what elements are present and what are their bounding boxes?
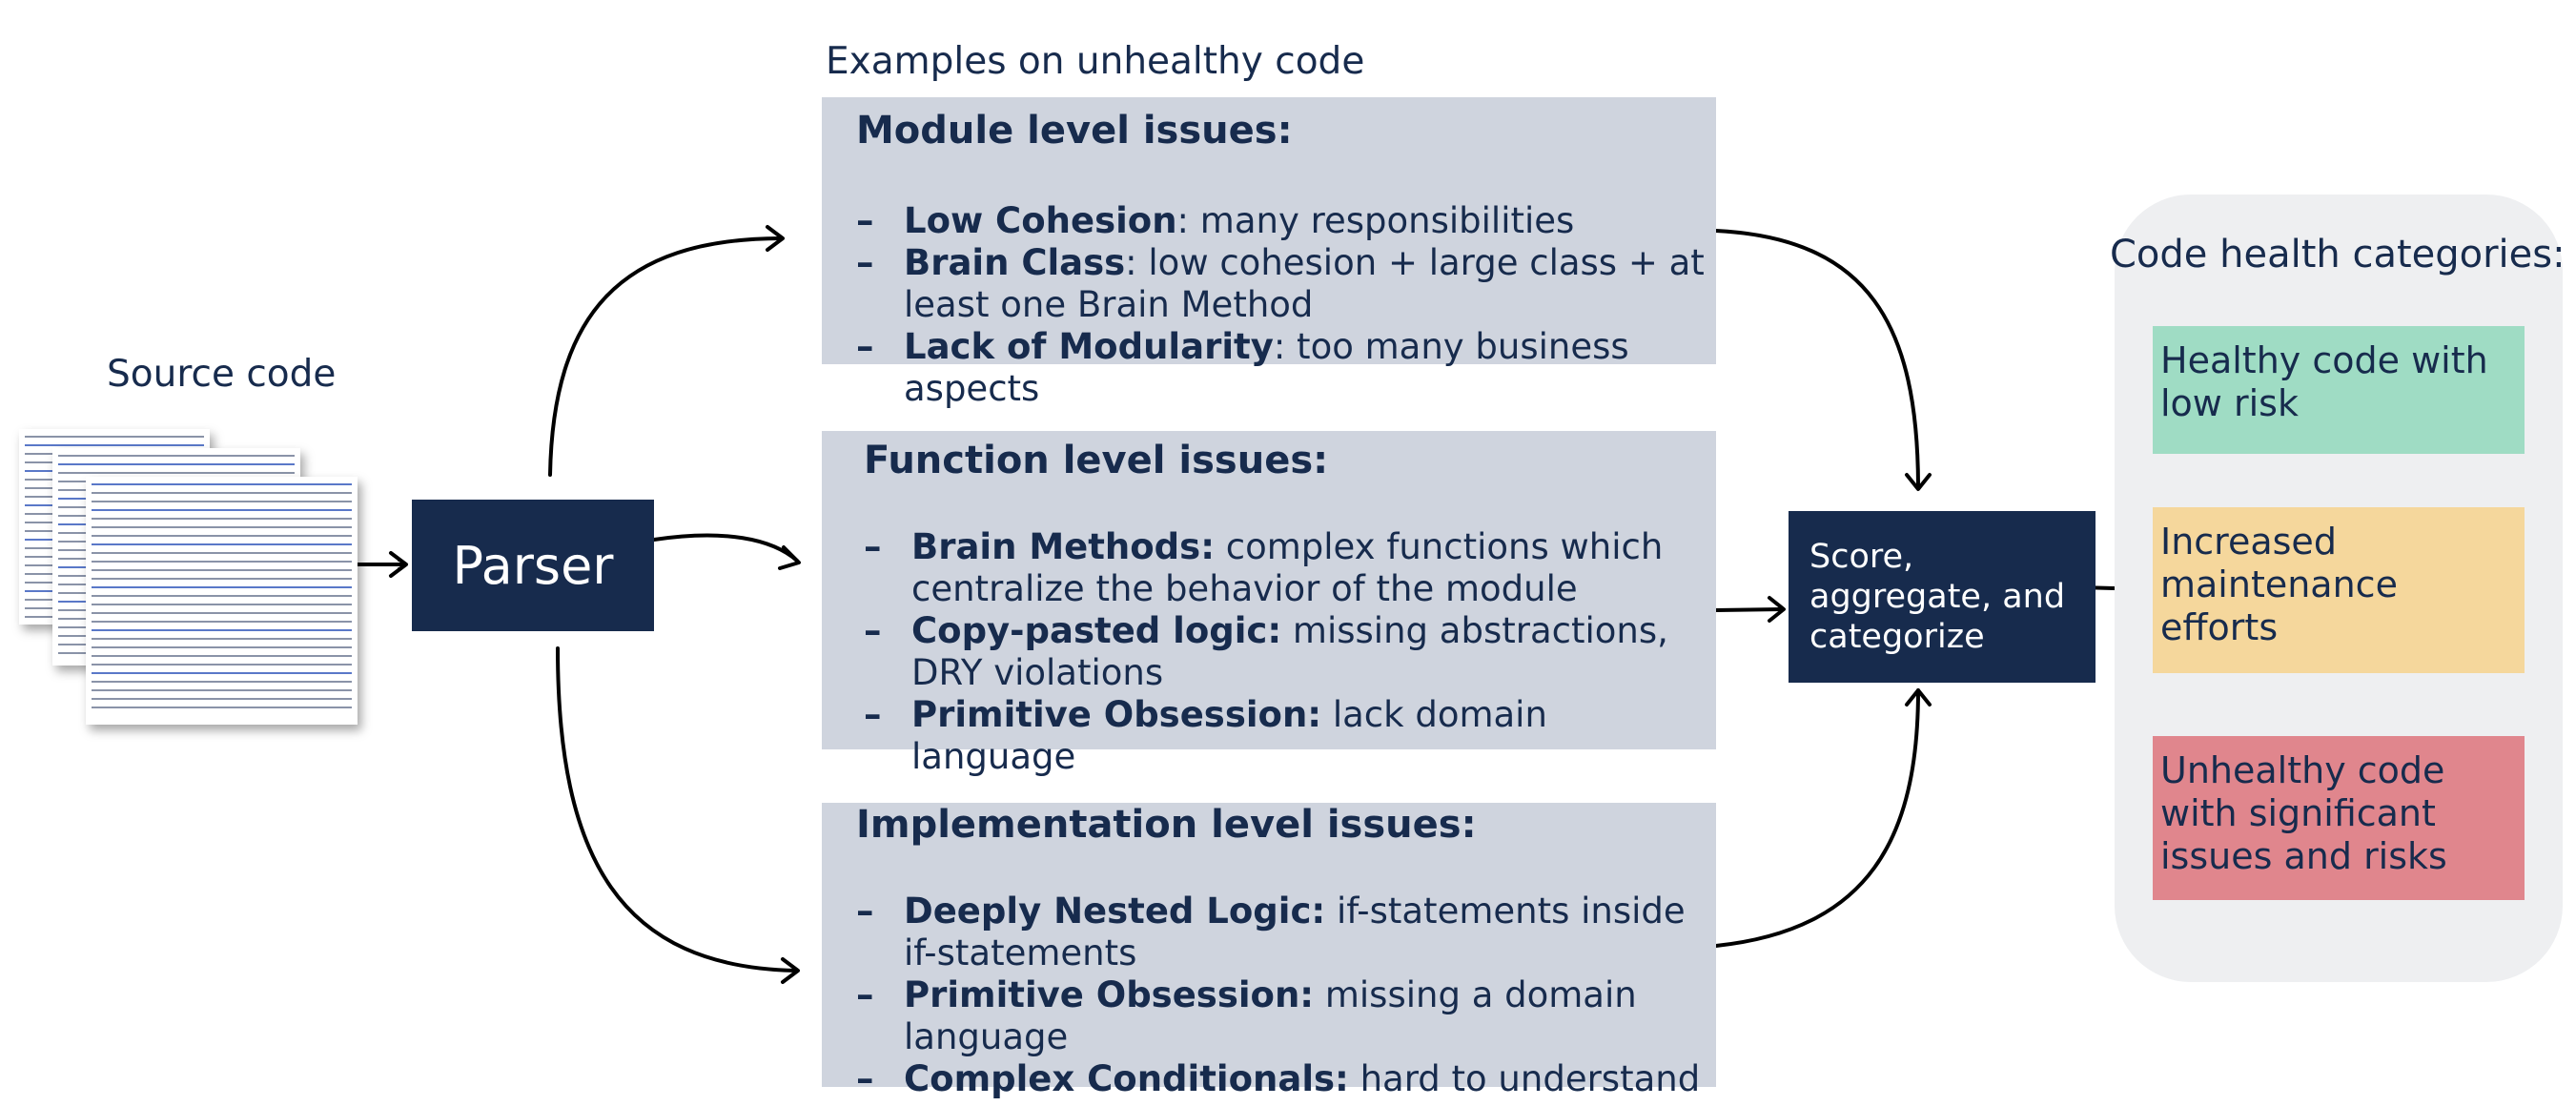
list-item: –Copy-pasted logic: missing abstractions…: [864, 610, 1668, 693]
list-item: –Deeply Nested Logic: if-statements insi…: [856, 891, 1686, 973]
function-issues-list: –Brain Methods: complex functions which …: [864, 526, 1703, 778]
function-issues-box: Function level issues: –Brain Methods: c…: [822, 431, 1716, 777]
arrowhead-score-top: [1905, 473, 1932, 491]
list-item: –Complex Conditionals: hard to understan…: [856, 1058, 1701, 1099]
list-item: –Primitive Obsession: lack domain langua…: [864, 694, 1547, 777]
implementation-issues-list: –Deeply Nested Logic: if-statements insi…: [856, 891, 1705, 1100]
parser-box: Parser: [412, 500, 654, 631]
list-item: –Brain Class: low cohesion + large class…: [856, 242, 1705, 325]
category-healthy: Healthy code with low risk: [2153, 326, 2525, 454]
module-issues-title: Module level issues:: [856, 109, 1293, 153]
arrowhead-score-bottom: [1905, 688, 1932, 707]
list-item: –Brain Methods: complex functions which …: [864, 526, 1664, 609]
arrowhead-function: [778, 545, 801, 570]
module-issues-list: –Low Cohesion: many responsibilities –Br…: [856, 200, 1705, 410]
function-issues-title: Function level issues:: [864, 439, 1329, 482]
source-code-label: Source code: [107, 353, 337, 396]
score-aggregate-box: Score, aggregate, and categorize: [1789, 511, 2096, 683]
arrowhead-implementation: [781, 957, 800, 984]
diagram-header: Examples on unhealthy code: [826, 40, 1365, 83]
category-unhealthy: Unhealthy code with significant issues a…: [2153, 736, 2525, 900]
score-aggregate-label: Score, aggregate, and categorize: [1809, 538, 2066, 656]
category-maintenance: Increased maintenance efforts: [2153, 507, 2525, 673]
arrow-parser-to-implementation: [556, 646, 799, 973]
arrow-function-to-score: [1714, 607, 1785, 612]
arrow-parser-to-module: [548, 236, 784, 477]
implementation-issues-title: Implementation level issues:: [856, 803, 1477, 847]
list-item: –Primitive Obsession: missing a domain l…: [856, 974, 1637, 1057]
arrow-parser-to-function: [652, 533, 799, 563]
source-document-3: [86, 477, 358, 725]
module-issues-box: Module level issues: –Low Cohesion: many…: [822, 97, 1716, 409]
list-item: –Lack of Modularity: too many business a…: [856, 326, 1629, 409]
arrow-module-to-score: [1714, 229, 1920, 490]
code-health-title: Code health categories:: [2110, 233, 2566, 276]
implementation-issues-box: Implementation level issues: –Deeply Nes…: [822, 803, 1716, 1099]
arrow-implementation-to-score: [1714, 688, 1920, 948]
arrowhead-score-middle: [1768, 596, 1786, 623]
arrowhead-module: [766, 225, 785, 252]
parser-label: Parser: [452, 535, 614, 596]
arrowhead-source: [389, 551, 408, 578]
list-item: –Low Cohesion: many responsibilities: [856, 200, 1575, 241]
